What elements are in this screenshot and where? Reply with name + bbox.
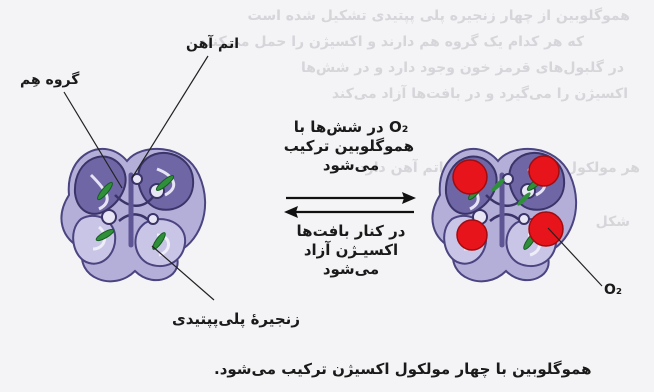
oxygen-molecule [529,156,559,186]
forward-line: O₂ در شش‌ها با [288,118,414,137]
oxygen-molecule [457,220,487,250]
hemoglobin-deoxy [61,149,205,281]
figure-caption: هموگلوبین با چهار مولکول اکسیژن ترکیب می… [214,360,592,378]
forward-line: می‌شود [288,156,414,175]
o2-leader [548,228,602,286]
forward-reaction-text: O₂ در شش‌ها با هموگلوبین ترکیب می‌شود [288,118,414,175]
oxygen-molecule [529,212,563,246]
o2-label: O₂ [604,282,622,298]
hemoglobin-oxy [432,149,576,281]
reverse-line: در کنار بافت‌ها [288,222,414,241]
forward-line: هموگلوبین ترکیب [288,137,414,156]
reverse-line: می‌شود [288,260,414,279]
oxygen-molecule [453,160,487,194]
equilibrium-arrows [284,192,416,218]
polypeptide-chain-label: زنجیرهٔ پلی‌پپتیدی [172,310,300,328]
reverse-reaction-text: در کنار بافت‌ها اکسیـژن آزاد می‌شود [288,222,414,279]
heme-group-label: گروه هِم [20,72,79,88]
iron-atom-label: اتم آهن [186,36,239,52]
reverse-line: اکسیـژن آزاد [288,241,414,260]
